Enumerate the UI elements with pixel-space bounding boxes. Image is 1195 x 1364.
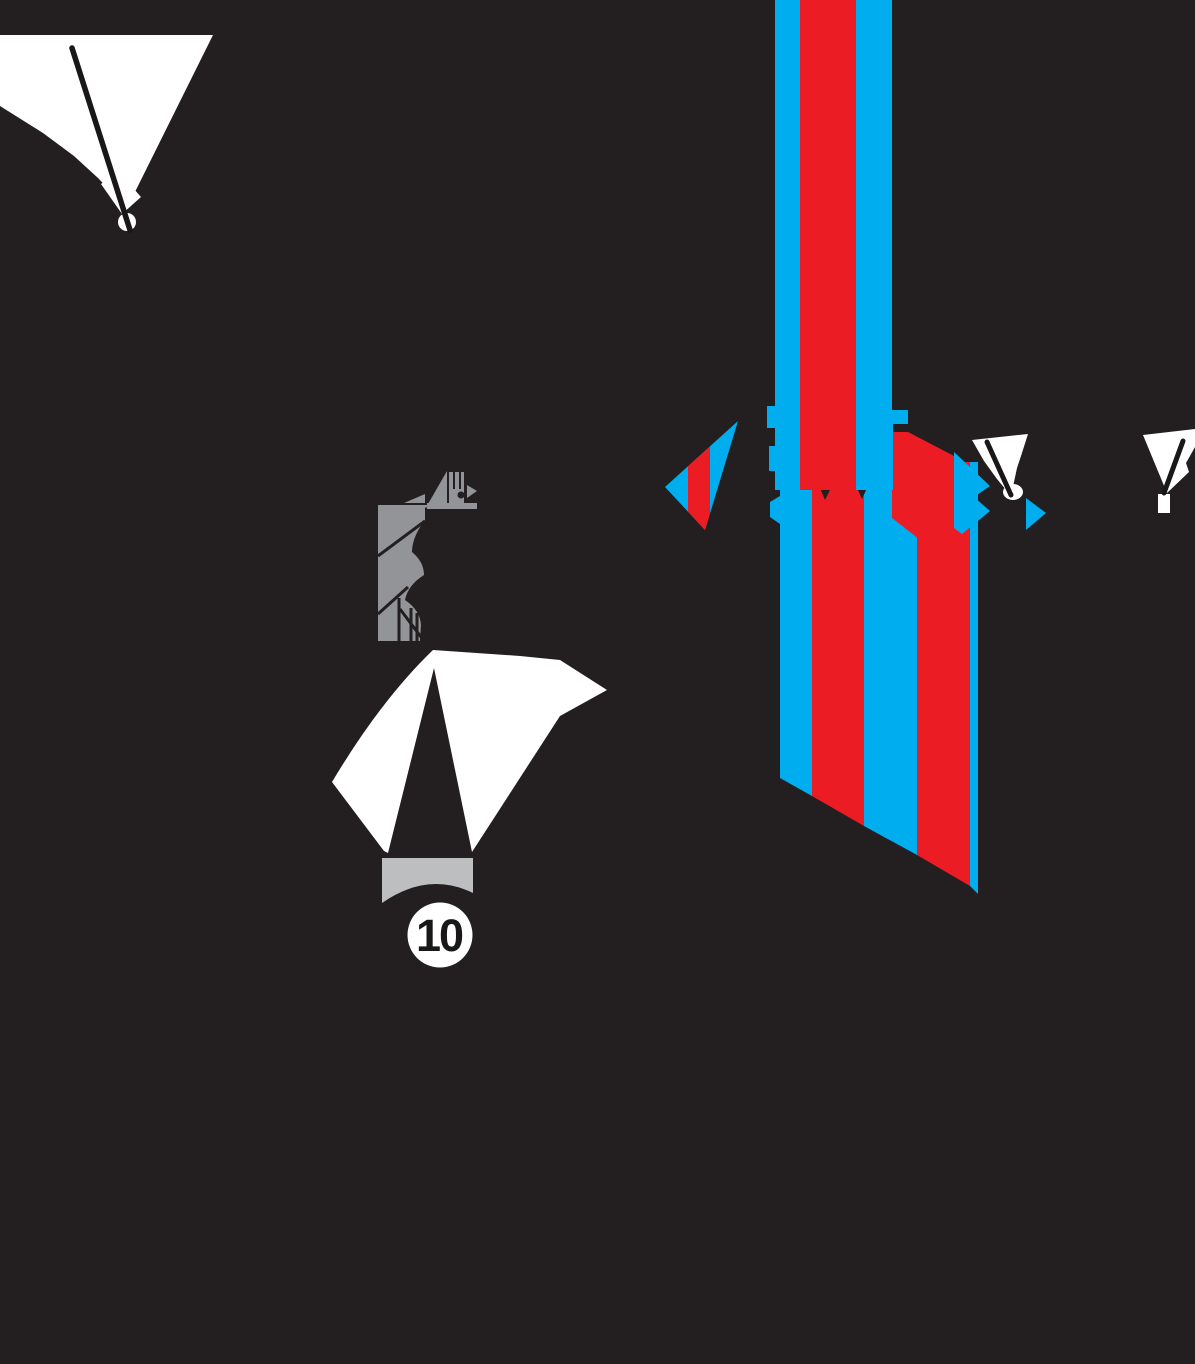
tent bbox=[332, 650, 607, 853]
column-stripe-blue-right bbox=[856, 0, 908, 490]
seam-notch-2 bbox=[857, 488, 867, 499]
top-left-pennant bbox=[0, 35, 213, 233]
bridge-deck bbox=[427, 503, 477, 509]
bridge-arch bbox=[457, 491, 465, 499]
block-stripe-blue-2 bbox=[864, 478, 917, 855]
cliff bbox=[376, 505, 426, 642]
ribbon bbox=[382, 858, 473, 903]
bridge-pillar-1 bbox=[449, 472, 453, 504]
pennant-cloth bbox=[0, 35, 213, 208]
seam-notch-1 bbox=[820, 488, 831, 500]
cliff-body bbox=[378, 505, 425, 641]
column-stripe-red bbox=[800, 0, 856, 490]
collar-blue-tab bbox=[1026, 498, 1046, 530]
collar-blue-chevron bbox=[954, 452, 990, 534]
right-flag-edge bbox=[1143, 429, 1195, 513]
flag-inner-pole-icon bbox=[984, 439, 1014, 498]
block-left-tab bbox=[770, 496, 780, 524]
block-stripe-red-2 bbox=[917, 462, 970, 886]
flag-edge-pole-icon bbox=[1161, 438, 1186, 496]
collar-red-fan bbox=[892, 432, 970, 546]
block-stripe-blue-1 bbox=[780, 488, 812, 796]
striped-cascade-block bbox=[770, 462, 978, 894]
bridge-right-wedge bbox=[467, 485, 477, 498]
striped-cascade-column bbox=[767, 0, 908, 490]
bridge-pillar-3 bbox=[461, 472, 464, 489]
pennant-fold bbox=[101, 171, 141, 214]
cliff-cracks bbox=[376, 519, 426, 642]
hole-badge: 10 bbox=[407, 902, 473, 968]
column-stripe-blue-left bbox=[767, 0, 800, 490]
bridge-ramp bbox=[428, 471, 447, 504]
badge-number: 10 bbox=[416, 910, 463, 961]
badge-circle bbox=[407, 902, 473, 968]
flag-edge-pole-base bbox=[1158, 494, 1170, 513]
bridge-left-wedge bbox=[404, 494, 425, 503]
block-stripe-blue-sliver bbox=[970, 462, 978, 894]
right-flag-inner bbox=[972, 434, 1028, 500]
bridge-pillar-2 bbox=[455, 472, 459, 504]
pennant-pole-icon bbox=[69, 45, 133, 233]
striped-cascade-collar bbox=[892, 432, 1046, 546]
bridge-left-ledge bbox=[405, 505, 427, 508]
block-stripe-red-1 bbox=[812, 480, 864, 826]
bridge-structure bbox=[404, 471, 477, 509]
